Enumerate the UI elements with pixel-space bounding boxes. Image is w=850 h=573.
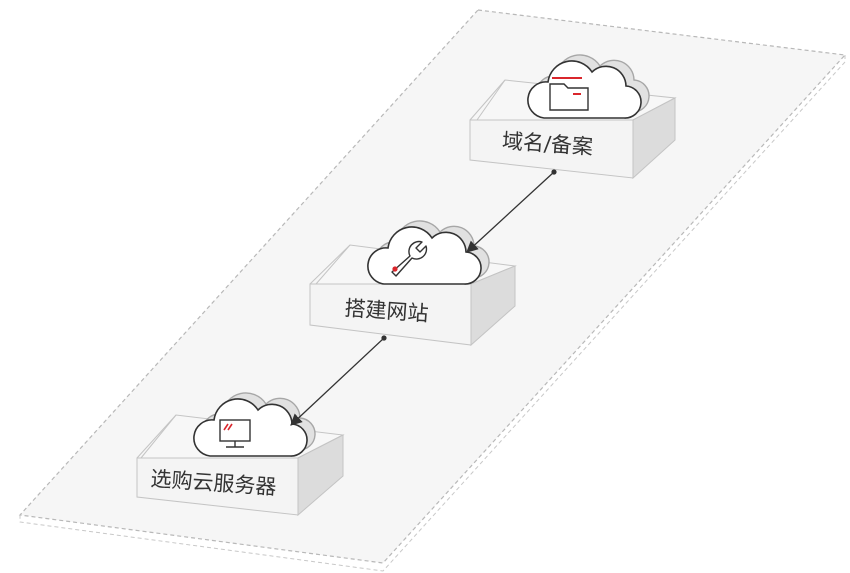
node-server[interactable]: 选购云服务器	[136, 392, 345, 517]
wrench-icon	[391, 240, 428, 277]
monitor-icon	[219, 419, 251, 448]
box-side	[470, 265, 516, 347]
cloud	[367, 220, 490, 285]
cloud	[527, 54, 650, 119]
box-side	[297, 434, 344, 517]
edge-domain-to-website	[466, 169, 557, 253]
platform-edge	[19, 55, 846, 572]
node-label: 搭建网站	[344, 296, 429, 326]
box-side	[632, 97, 676, 180]
node-website[interactable]: 搭建网站	[309, 220, 517, 347]
edge-website-to-server	[290, 335, 387, 426]
folder-icon	[549, 77, 589, 111]
cloud	[193, 392, 316, 457]
node-domain[interactable]: 域名/备案	[469, 54, 677, 180]
